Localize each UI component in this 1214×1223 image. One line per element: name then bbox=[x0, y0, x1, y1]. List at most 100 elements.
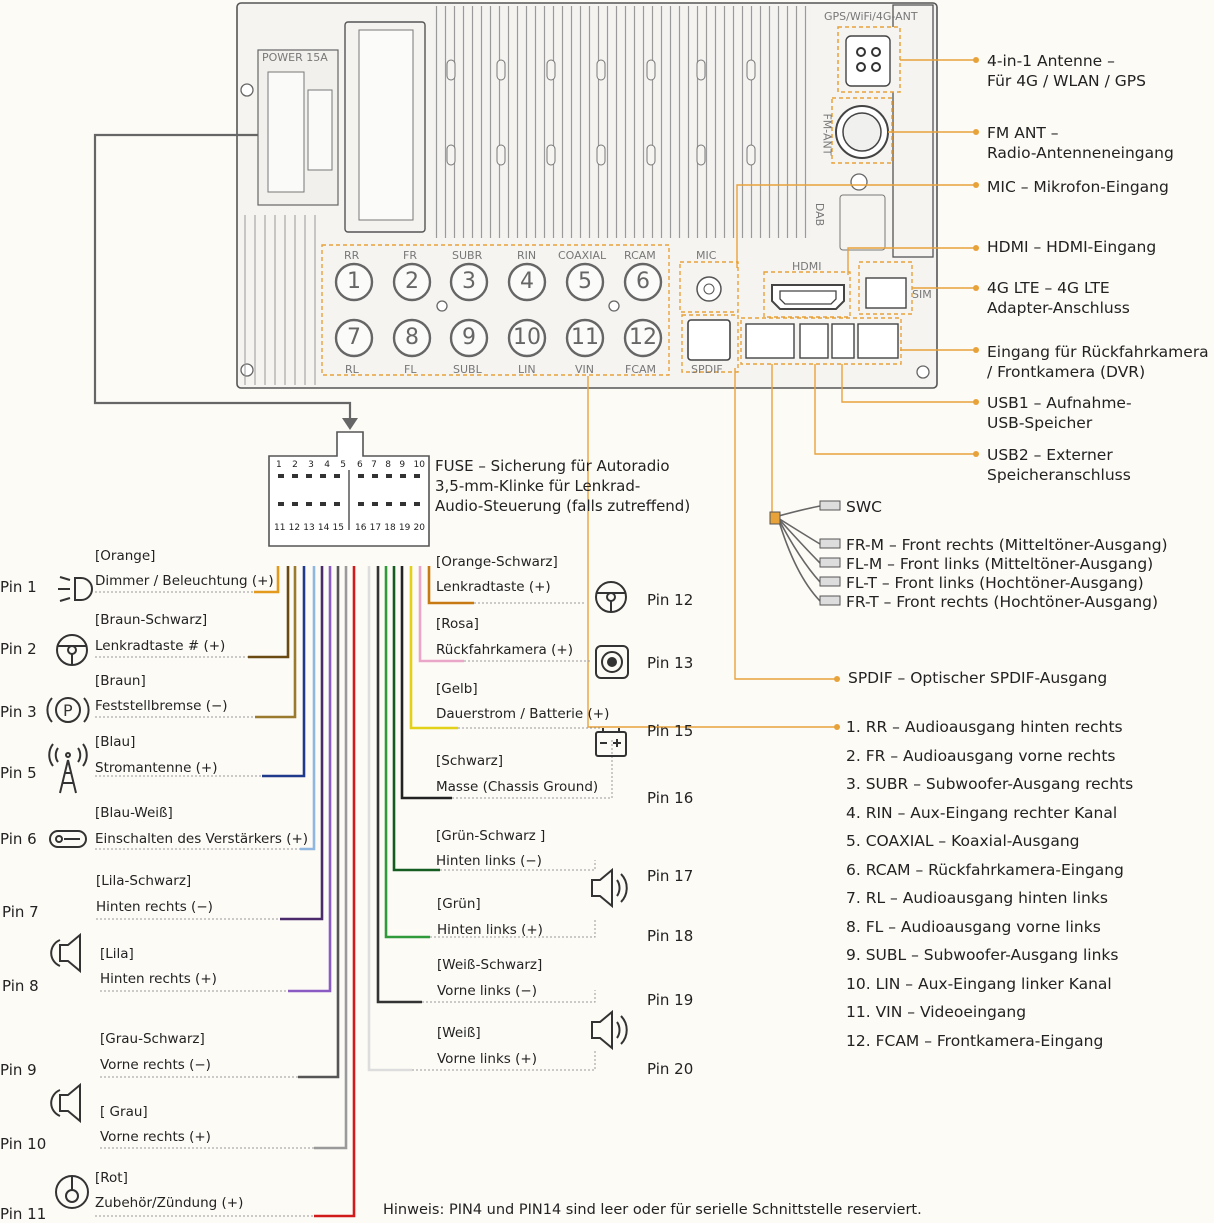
amplifier-icon bbox=[49, 830, 87, 848]
wire-function: Dimmer / Beleuchtung (+) bbox=[95, 573, 274, 589]
rca-plug-icons bbox=[819, 500, 841, 606]
rca-label-11: VIN bbox=[575, 363, 594, 376]
wire-color: [Lila] bbox=[100, 946, 134, 962]
swc-fr-t: FR-T – Front rechts (Hochtöner-Ausgang) bbox=[846, 593, 1159, 611]
wire-function: Rückfahrkamera (+) bbox=[436, 642, 573, 658]
rca-number-11: 11 bbox=[571, 325, 599, 350]
wire-function: Hinten rechts (+) bbox=[100, 971, 217, 987]
wire-function: Einschalten des Verstärkers (+) bbox=[95, 831, 309, 847]
wire-color: [ Grau] bbox=[100, 1104, 148, 1120]
pin-label: Pin 16 bbox=[647, 789, 694, 807]
spdif-description: SPDIF – Optischer SPDIF-Ausgang bbox=[848, 669, 1108, 687]
wire-color: [Orange] bbox=[95, 548, 156, 564]
speaker-icon bbox=[591, 867, 628, 909]
wire-function: Lenkradtaste (+) bbox=[436, 579, 551, 595]
swc-label: SWC bbox=[846, 498, 882, 516]
antenna-icon bbox=[48, 743, 88, 794]
swc-fl-m: FL-M – Front links (Mitteltöner-Ausgang) bbox=[846, 555, 1154, 573]
mic-label: MIC bbox=[696, 249, 717, 262]
parking-brake-letter: P bbox=[63, 701, 73, 720]
pin-label: Pin 19 bbox=[647, 991, 694, 1009]
pin-label: Pin 17 bbox=[647, 867, 694, 885]
label-fm-ant: FM ANT –Radio-Antenneneingang bbox=[987, 124, 1174, 162]
rca-number-4: 4 bbox=[520, 269, 534, 294]
rca-list-item: 12. FCAM – Frontkamera-Eingang bbox=[846, 1032, 1104, 1050]
pin-label: Pin 1 bbox=[0, 578, 37, 596]
left-wires bbox=[248, 566, 356, 1218]
pin-label: Pin 18 bbox=[647, 927, 694, 945]
rca-label-3: SUBR bbox=[452, 249, 483, 262]
wire-color: [Grau-Schwarz] bbox=[100, 1031, 205, 1047]
rca-list-item: 10. LIN – Aux-Eingang linker Kanal bbox=[846, 975, 1112, 993]
rca-number-9: 9 bbox=[462, 325, 476, 350]
power-label: POWER 15A bbox=[262, 51, 328, 64]
pin-label: Pin 11 bbox=[0, 1205, 47, 1223]
rca-list-item: 7. RL – Audioausgang hinten links bbox=[846, 889, 1108, 907]
rca-label-5: COAXIAL bbox=[558, 249, 607, 262]
wire-color: [Lila-Schwarz] bbox=[96, 873, 192, 889]
hdmi-label: HDMI bbox=[792, 260, 822, 273]
wire-function: Hinten links (−) bbox=[436, 853, 542, 869]
rca-label-4: RIN bbox=[517, 249, 537, 262]
pin-label: Pin 15 bbox=[647, 722, 694, 740]
spdif-label: SPDIF bbox=[691, 363, 723, 376]
rca-number-5: 5 bbox=[578, 269, 592, 294]
rca-label-1: RR bbox=[344, 249, 360, 262]
rca-number-3: 3 bbox=[462, 269, 476, 294]
speaker-icon bbox=[50, 932, 81, 974]
wire-function: Vorne rechts (−) bbox=[100, 1057, 211, 1073]
wire-function: Vorne rechts (+) bbox=[100, 1129, 211, 1145]
label-hdmi: HDMI – HDMI-Eingang bbox=[987, 238, 1157, 256]
parking-brake-icon bbox=[46, 697, 90, 723]
rca-label-7: RL bbox=[345, 363, 359, 376]
wire-color: [Braun] bbox=[95, 673, 146, 689]
rca-number-12: 12 bbox=[629, 325, 657, 350]
leader-dots bbox=[834, 57, 979, 730]
harness-connector bbox=[268, 431, 430, 547]
swc-fr-m: FR-M – Front rechts (Mitteltöner-Ausgang… bbox=[846, 536, 1168, 554]
rca-number-6: 6 bbox=[636, 269, 650, 294]
rca-number-10: 10 bbox=[513, 325, 541, 350]
label-mic: MIC – Mikrofon-Eingang bbox=[987, 178, 1169, 196]
wire-color: [Weiß-Schwarz] bbox=[437, 957, 543, 973]
rca-list-item: 8. FL – Audioausgang vorne links bbox=[846, 918, 1101, 936]
wire-function: Masse (Chassis Ground) bbox=[436, 779, 599, 795]
battery-icon bbox=[595, 728, 627, 757]
right-wires bbox=[367, 566, 474, 1072]
gps-antenna-label: GPS/WiFi/4G-ANT bbox=[824, 10, 918, 23]
rca-list-item: 5. COAXIAL – Koaxial-Ausgang bbox=[846, 832, 1080, 850]
camera-icon bbox=[595, 645, 629, 679]
wire-function: Lenkradtaste # (+) bbox=[95, 638, 226, 654]
pin-label: Pin 3 bbox=[0, 703, 37, 721]
leader-lines bbox=[587, 59, 975, 728]
wire-function: Vorne links (+) bbox=[437, 1051, 537, 1067]
wire-function: Zubehör/Zündung (+) bbox=[95, 1195, 244, 1211]
wire-function: Dauerstrom / Batterie (+) bbox=[436, 706, 610, 722]
rca-list-item: 4. RIN – Aux-Eingang rechter Kanal bbox=[846, 804, 1118, 822]
rca-number-2: 2 bbox=[405, 269, 419, 294]
wire-function: Hinten rechts (−) bbox=[96, 899, 213, 915]
pin-label: Pin 8 bbox=[2, 977, 39, 995]
pin-label: Pin 13 bbox=[647, 654, 694, 672]
wire-color: [Grün-Schwarz ] bbox=[436, 828, 546, 844]
speaker-icon bbox=[50, 1082, 81, 1124]
wire-color: [Schwarz] bbox=[436, 753, 504, 769]
footnote: Hinweis: PIN4 und PIN14 sind leer oder f… bbox=[383, 1202, 922, 1218]
pin-label: Pin 5 bbox=[0, 764, 37, 782]
pin-label: Pin 7 bbox=[2, 903, 39, 921]
label-usb1: USB1 – Aufnahme-USB-Speicher bbox=[987, 394, 1132, 432]
pin-label: Pin 9 bbox=[0, 1061, 37, 1079]
dab-label: DAB bbox=[813, 202, 827, 227]
pin-label: Pin 6 bbox=[0, 830, 37, 848]
pin-label: Pin 12 bbox=[647, 591, 694, 609]
swc-fl-t: FL-T – Front links (Hochtöner-Ausgang) bbox=[846, 574, 1144, 592]
speaker-icon bbox=[591, 1009, 628, 1051]
rca-label-12: FCAM bbox=[625, 363, 657, 376]
rca-list-item: 11. VIN – Videoeingang bbox=[846, 1003, 1027, 1021]
steering-wheel-icon bbox=[56, 634, 88, 666]
rca-list-item: 9. SUBL – Subwoofer-Ausgang links bbox=[846, 946, 1119, 964]
